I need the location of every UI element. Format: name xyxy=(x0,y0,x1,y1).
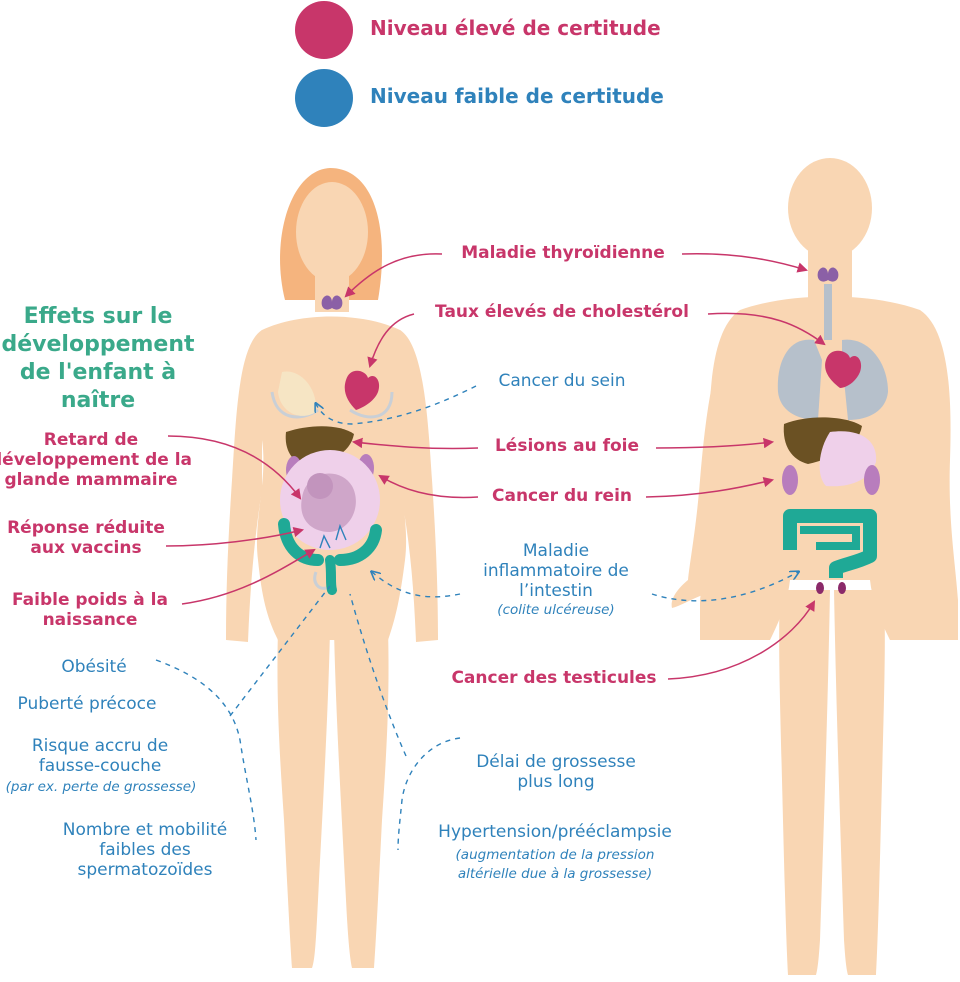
label-cholesterol: Taux élevés de cholestérol xyxy=(435,302,689,322)
label-hypertension-note: (augmentation de la pression altérielle … xyxy=(455,847,655,882)
legend-low-dot xyxy=(295,69,353,127)
legend-low-label: Niveau faible de certitude xyxy=(370,84,664,108)
low-certainty-connectors xyxy=(155,385,798,851)
label-birth-weight: Faible poids à la naissance xyxy=(12,590,168,630)
legend-high-dot xyxy=(295,1,353,59)
label-hypertension: Hypertension/prééclampsie xyxy=(438,822,672,842)
label-ibd: Maladie inflammatoire de l’intestin xyxy=(483,541,629,601)
development-title: Effets sur le développement de l'enfant … xyxy=(1,304,195,413)
label-liver: Lésions au foie xyxy=(494,436,640,456)
female-body xyxy=(226,168,438,968)
legend-high-label: Niveau élevé de certitude xyxy=(370,16,661,40)
male-body xyxy=(671,158,958,975)
label-miscarriage: Risque accru de fausse-couche xyxy=(31,736,169,776)
label-pregnancy-delay: Délai de grossesse plus long xyxy=(476,752,636,792)
label-ibd-note: (colite ulcéreuse) xyxy=(497,602,615,618)
label-early-puberty: Puberté précoce xyxy=(17,694,157,714)
label-miscarriage-note: (par ex. perte de grossesse) xyxy=(5,779,197,795)
male-head xyxy=(788,158,872,258)
label-vaccine-response: Réponse réduite aux vaccins xyxy=(7,518,165,558)
label-obesity: Obésité xyxy=(61,657,127,677)
label-mammary-delay: Retard de développement de la glande mam… xyxy=(0,430,192,490)
label-testicular: Cancer des testicules xyxy=(451,668,657,688)
label-breast-cancer: Cancer du sein xyxy=(498,371,626,391)
label-sperm: Nombre et mobilité faibles des spermatoz… xyxy=(62,820,228,880)
high-certainty-connectors xyxy=(165,252,826,680)
label-kidney: Cancer du rein xyxy=(492,486,632,506)
label-thyroid: Maladie thyroïdienne xyxy=(461,243,665,263)
female-head xyxy=(296,182,368,282)
